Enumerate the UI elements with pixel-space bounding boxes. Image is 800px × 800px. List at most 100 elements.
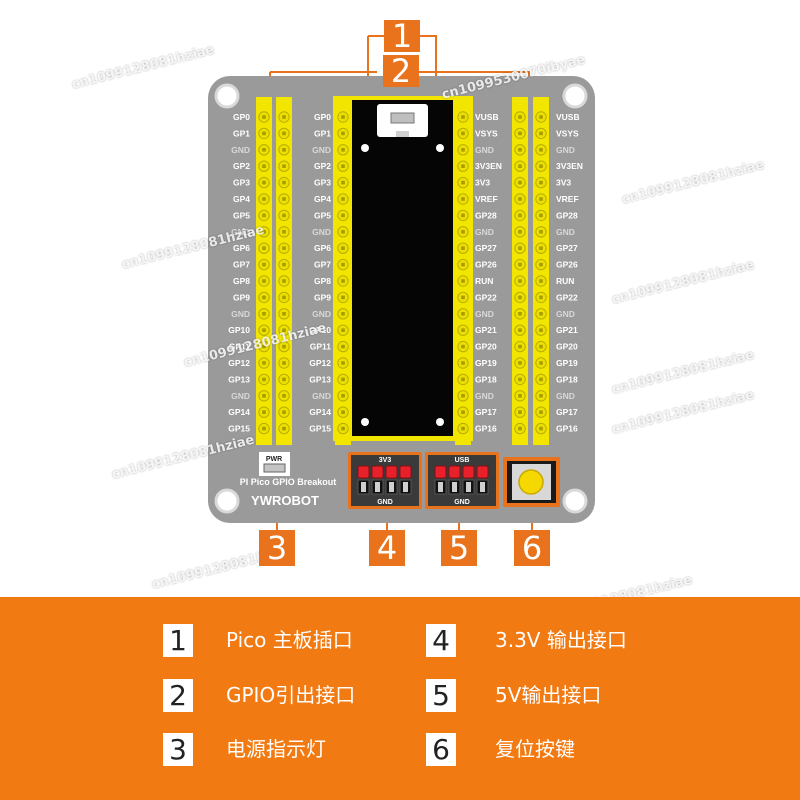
- pin-hole: [262, 344, 266, 349]
- pin-hole: [518, 328, 522, 332]
- pin-label-left-outer-5: GP4: [233, 194, 250, 204]
- pin-hole: [262, 279, 266, 283]
- pin-hole: [341, 131, 345, 136]
- pin-hole: [539, 279, 543, 283]
- pin-hole: [262, 426, 266, 431]
- legend-text-4: 3.3V 输出接口: [495, 628, 627, 652]
- pin-label-left-outer-1: GP1: [233, 128, 250, 138]
- pin-hole: [282, 197, 286, 201]
- pin-hole: [461, 328, 465, 332]
- legend-panel: 1 Pico 主板插口 4 3.3V 输出接口 2 GPIO引出接口 5 5V输…: [0, 597, 800, 800]
- output-pin-red: [385, 465, 398, 479]
- header-usb-top-label: USB: [455, 457, 470, 464]
- pin-hole: [539, 197, 543, 201]
- pin-label-right-outer-5: VREF: [556, 194, 579, 204]
- pin-hole: [539, 148, 543, 152]
- pin-label-left-outer-2: GND: [231, 145, 250, 155]
- pin-hole: [262, 180, 266, 185]
- legend-text-1: Pico 主板插口: [226, 628, 353, 652]
- pin-label-left-inner-10: GP8: [314, 276, 331, 286]
- pin-hole: [341, 246, 345, 250]
- pin-hole: [262, 131, 266, 136]
- pin-label-right-inner-9: GP26: [475, 260, 497, 270]
- pin-label-left-outer-6: GP5: [233, 210, 250, 220]
- pin-hole: [262, 115, 266, 119]
- pin-hole: [518, 115, 522, 119]
- pin-hole: [341, 115, 345, 119]
- pin-label-right-outer-7: GND: [556, 227, 575, 237]
- pin-hole: [282, 312, 286, 316]
- pin-label-right-inner-14: GP20: [475, 342, 497, 352]
- pin-hole: [341, 361, 345, 365]
- pin-label-left-inner-3: GP2: [314, 161, 331, 171]
- pin-hole: [262, 312, 266, 316]
- pin-label-left-inner-11: GP9: [314, 292, 331, 302]
- pin-hole: [341, 279, 345, 283]
- pin-label-left-inner-13: GP10: [309, 325, 331, 335]
- pin-hole: [539, 426, 543, 431]
- pin-label-right-outer-15: GP19: [556, 358, 578, 368]
- pin-label-right-inner-7: GND: [475, 227, 494, 237]
- pin-hole: [518, 164, 522, 168]
- pin-label-left-outer-3: GP2: [233, 161, 250, 171]
- pin-label-right-inner-5: VREF: [475, 194, 498, 204]
- pin-hole: [341, 164, 345, 168]
- pin-hole: [341, 328, 345, 332]
- pin-hole: [461, 148, 465, 152]
- pin-hole: [518, 344, 522, 349]
- pin-label-left-outer-12: GND: [231, 309, 250, 319]
- pin-label-left-inner-1: GP1: [314, 128, 331, 138]
- breakout-board: GP0GP1GNDGP2GP3GP4GP5GNDGP6GP7GP8GP9GNDG…: [208, 35, 595, 532]
- legend-text-5: 5V输出接口: [495, 683, 602, 707]
- power-led: PWR: [259, 452, 290, 476]
- pin-hole: [341, 180, 345, 185]
- pin-hole: [461, 312, 465, 316]
- pin-hole: [461, 180, 465, 185]
- pin-hole: [518, 131, 522, 136]
- pin-hole: [539, 164, 543, 168]
- pin-hole: [539, 377, 543, 382]
- pin-hole: [518, 312, 522, 316]
- pin-label-right-outer-13: GP21: [556, 325, 578, 335]
- callout-6: 6: [514, 530, 550, 566]
- output-pin-metal: [452, 482, 457, 492]
- pin-hole: [518, 295, 522, 300]
- pin-label-right-outer-3: 3V3EN: [556, 161, 583, 171]
- pin-hole: [341, 197, 345, 201]
- pin-hole: [461, 230, 465, 234]
- pin-label-right-outer-10: RUN: [556, 276, 574, 286]
- pin-hole: [262, 295, 266, 300]
- output-pin-red: [462, 465, 475, 479]
- pin-hole: [341, 213, 345, 218]
- pin-hole: [282, 344, 286, 349]
- pin-hole: [461, 246, 465, 250]
- header-3v3-top-label: 3V3: [379, 457, 392, 464]
- board-title: PI Pico GPIO Breakout: [240, 477, 337, 487]
- pin-label-left-outer-10: GP8: [233, 276, 250, 286]
- output-pin-metal: [466, 482, 471, 492]
- pin-hole: [341, 410, 345, 414]
- pin-label-right-inner-15: GP19: [475, 358, 497, 368]
- pin-label-right-inner-12: GND: [475, 309, 494, 319]
- pin-hole: [518, 262, 522, 267]
- pin-label-left-inner-4: GP3: [314, 178, 331, 188]
- pin-label-right-inner-19: GP16: [475, 424, 497, 434]
- pin-hole: [539, 213, 543, 218]
- pico-socket-pins: [335, 97, 471, 445]
- pin-label-left-outer-14: GP11: [229, 342, 251, 352]
- pin-label-right-inner-10: RUN: [475, 276, 493, 286]
- pin-hole: [518, 377, 522, 382]
- pin-hole: [461, 394, 465, 398]
- header-usb-bottom-label: GND: [454, 499, 470, 506]
- pin-label-left-inner-15: GP12: [309, 358, 331, 368]
- gpio-header-left: [256, 97, 292, 445]
- pin-hole: [262, 164, 266, 168]
- pin-hole: [518, 180, 522, 185]
- pin-label-right-inner-13: GP21: [475, 325, 497, 335]
- output-pin-red: [476, 465, 489, 479]
- mounting-holes: [214, 83, 588, 514]
- pico-socket: [333, 96, 473, 441]
- pin-hole: [461, 213, 465, 218]
- pin-hole: [461, 410, 465, 414]
